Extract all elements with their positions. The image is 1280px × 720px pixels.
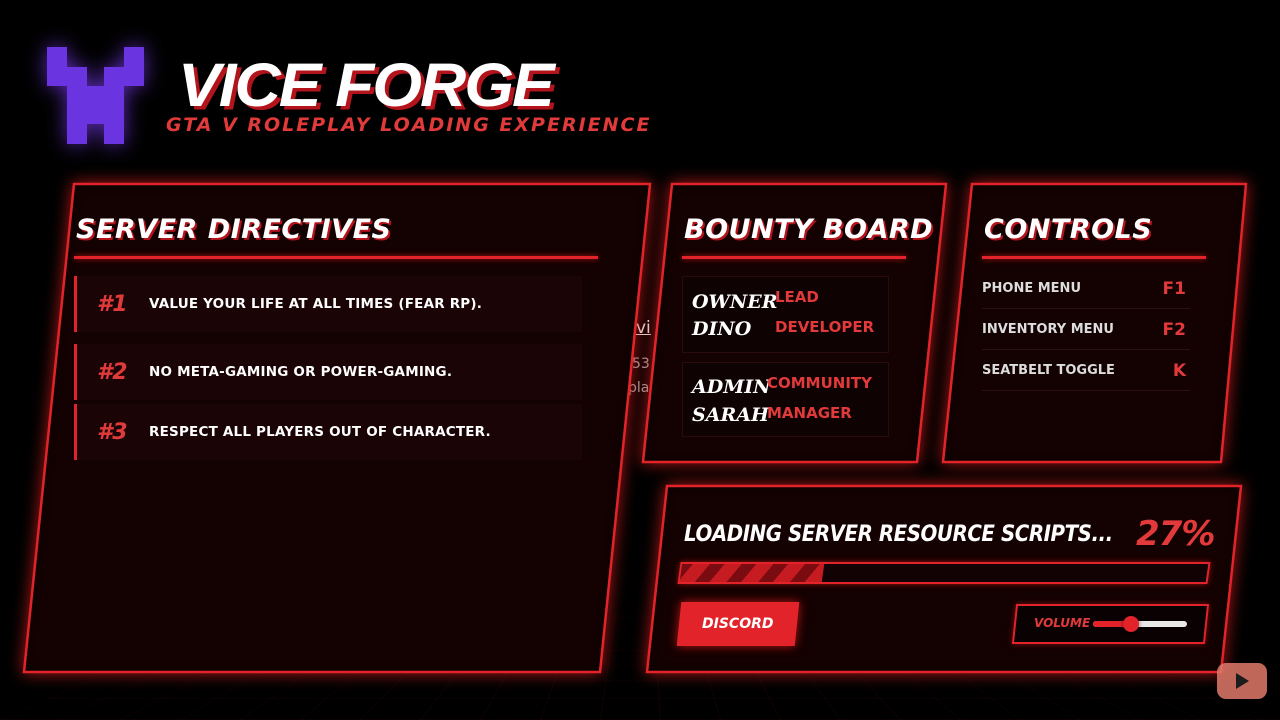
rule-text: NO META-GAMING OR POWER-GAMING. (149, 364, 453, 380)
brand-subtitle: GTA V ROLEPLAY LOADING EXPERIENCE (166, 114, 652, 136)
rule-number: #1 (97, 291, 128, 317)
bounty-role: LEAD (775, 288, 819, 306)
youtube-play-icon (1236, 673, 1249, 689)
bounty-rank: ADMIN (692, 376, 771, 398)
directives-heading: SERVER DIRECTIVES (76, 214, 392, 245)
rule-number: #3 (97, 419, 128, 445)
control-row: SEATBELT TOGGLE K (982, 351, 1190, 391)
bounty-underline (682, 256, 906, 259)
rule-number: #2 (97, 359, 128, 385)
loading-progress-bar (677, 562, 1211, 584)
control-key: K (1172, 360, 1186, 381)
controls-heading: CONTROLS (984, 214, 1153, 245)
discord-button[interactable]: DISCORD (676, 602, 800, 646)
volume-slider-fill (1093, 621, 1131, 627)
control-label: INVENTORY MENU (982, 322, 1114, 337)
rule-text: RESPECT ALL PLAYERS OUT OF CHARACTER. (149, 424, 491, 440)
directives-underline (74, 256, 598, 259)
bounty-card (682, 276, 889, 353)
controls-underline (982, 256, 1206, 259)
bounty-rank: OWNER (692, 291, 778, 313)
rule-item: #2 NO META-GAMING OR POWER-GAMING. (74, 344, 582, 400)
control-row: PHONE MENU F1 (982, 269, 1190, 309)
discord-button-label: DISCORD (702, 616, 774, 632)
rule-item: #1 VALUE YOUR LIFE AT ALL TIMES (FEAR RP… (74, 276, 582, 332)
loading-percent: 27% (1136, 514, 1215, 554)
bounty-role: DEVELOPER (775, 318, 875, 336)
loading-status-text: LOADING SERVER RESOURCE SCRIPTS... (684, 522, 1113, 547)
loading-progress-fill (679, 564, 825, 582)
control-key: F2 (1162, 319, 1186, 340)
volume-slider-thumb[interactable] (1122, 616, 1139, 632)
youtube-button[interactable] (1217, 663, 1267, 699)
rule-item: #3 RESPECT ALL PLAYERS OUT OF CHARACTER. (74, 404, 582, 460)
pixel-x-logo-icon (47, 47, 144, 144)
control-label: PHONE MENU (982, 281, 1081, 296)
brand-title: VICE FORGE (178, 50, 555, 120)
volume-slider-track[interactable] (1093, 621, 1187, 627)
bounty-name: DINO (692, 318, 752, 340)
bounty-name: SARAH (692, 404, 769, 426)
rule-text: VALUE YOUR LIFE AT ALL TIMES (FEAR RP). (149, 296, 483, 312)
control-label: SEATBELT TOGGLE (982, 363, 1115, 378)
bounty-card (682, 362, 889, 437)
control-row: INVENTORY MENU F2 (982, 310, 1190, 350)
bounty-role: COMMUNITY (767, 374, 873, 392)
notification-line-1: 53 (632, 356, 650, 372)
control-key: F1 (1162, 278, 1186, 299)
notification-line-2: play (628, 380, 658, 396)
bounty-role: MANAGER (767, 404, 852, 422)
notification-link[interactable]: vi (636, 318, 651, 338)
bounty-heading: BOUNTY BOARD (684, 214, 934, 245)
volume-label: VOLUME (1034, 616, 1091, 630)
